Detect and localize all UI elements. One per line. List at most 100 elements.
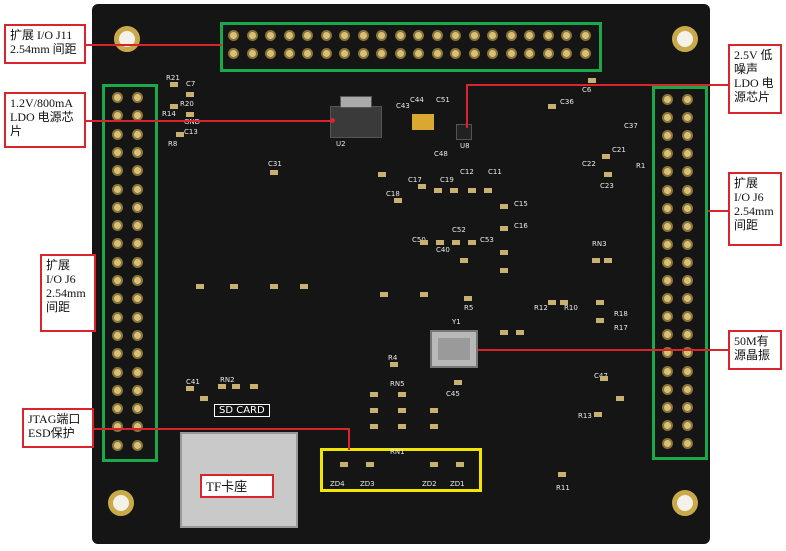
header-pin: [132, 183, 143, 195]
header-pin: [579, 30, 591, 41]
header-pin: [112, 311, 123, 323]
silk-c52: C52: [452, 226, 466, 234]
u8-ldo-chip: [456, 124, 472, 140]
smd-component: [170, 82, 178, 87]
silk-y1: Y1: [452, 318, 461, 326]
header-pin: [468, 30, 480, 41]
header-pin: [132, 256, 143, 268]
smd-component: [418, 184, 426, 189]
silk-c23: C23: [600, 182, 614, 190]
header-pin: [132, 311, 143, 323]
smd-component: [170, 104, 178, 109]
silk-r20: R20: [180, 100, 194, 108]
smd-component: [430, 424, 438, 429]
silk-c41: C41: [186, 378, 200, 386]
header-pin: [431, 48, 443, 59]
header-pin: [413, 48, 424, 59]
header-pin: [662, 112, 673, 124]
smd-component: [436, 240, 444, 245]
header-pin: [112, 220, 123, 232]
header-pin: [431, 30, 443, 41]
header-pin: [682, 112, 693, 124]
silk-c45: C45: [446, 390, 460, 398]
header-pin: [112, 165, 123, 177]
smd-component: [420, 240, 428, 245]
header-pin: [682, 329, 693, 341]
header-pin: [662, 94, 673, 105]
silk-c48: C48: [434, 150, 448, 158]
silk-c51: C51: [436, 96, 450, 104]
sd-card-label: SD CARD: [214, 404, 270, 417]
header-pin: [662, 184, 673, 196]
callout-j6-left: 扩展 I/O J6 2.54mm 间距: [40, 254, 96, 332]
header-pin: [112, 238, 123, 250]
header-pin: [112, 329, 123, 341]
mounting-hole-top-right: [672, 26, 698, 52]
silk-r18: R18: [614, 310, 628, 318]
header-pin: [339, 48, 350, 59]
silk-c17: C17: [408, 176, 422, 184]
header-pin: [542, 30, 554, 41]
smd-component: [596, 318, 604, 323]
silk-u8: U8: [460, 142, 470, 150]
header-pin: [682, 365, 693, 377]
header-pin: [682, 275, 693, 286]
callout-j11: 扩展 I/O J11 2.54mm 间距: [4, 24, 86, 64]
smd-component: [516, 330, 524, 335]
header-pin: [682, 293, 693, 305]
smd-component: [558, 472, 566, 477]
header-pin: [682, 383, 693, 395]
header-pin: [132, 439, 143, 451]
header-pin: [302, 48, 313, 59]
smd-component: [430, 408, 438, 413]
silk-c6: C6: [582, 86, 592, 94]
smd-component: [452, 240, 460, 245]
header-pin: [682, 130, 693, 142]
lead-ldo25-v: [466, 84, 468, 128]
header-pin: [682, 166, 693, 178]
smd-component: [454, 380, 462, 385]
header-pin: [662, 256, 673, 268]
header-pin: [561, 48, 572, 59]
header-pin: [112, 366, 123, 378]
header-pin: [662, 311, 673, 323]
header-pin: [112, 439, 123, 451]
callout-ldo25: 2.5V 低 噪声 LDO 电 源芯片: [728, 44, 782, 114]
smd-component: [300, 284, 308, 289]
header-pin: [320, 48, 332, 59]
header-pin: [505, 48, 517, 59]
header-pin: [394, 48, 406, 59]
header-pin: [682, 437, 693, 449]
silk-zd4: ZD4: [330, 480, 345, 488]
silk-c31: C31: [268, 160, 282, 168]
silk-r17: R17: [614, 324, 628, 332]
header-pin: [505, 30, 517, 41]
mounting-hole-top-left: [114, 26, 140, 52]
header-pin: [662, 220, 673, 232]
header-pin: [132, 220, 143, 232]
lead-jtag-h: [94, 428, 350, 430]
header-pin: [682, 94, 693, 105]
silk-r14: R14: [162, 110, 176, 118]
smd-component: [390, 362, 398, 367]
header-pin: [265, 30, 276, 41]
silk-c50: C50: [412, 236, 426, 244]
zener-diode-box: [320, 448, 482, 492]
header-pin: [112, 403, 123, 415]
silk-gnd: GND: [184, 118, 201, 126]
smd-component: [218, 384, 226, 389]
silk-r13: R13: [578, 412, 592, 420]
smd-component: [370, 408, 378, 413]
header-pin: [132, 421, 143, 433]
silk-r10: R10: [564, 304, 578, 312]
smd-component: [548, 300, 556, 305]
mounting-hole-bottom-right: [672, 490, 698, 516]
silk-u2: U2: [336, 140, 346, 148]
header-pin: [112, 275, 123, 286]
callout-jtag: JTAG端口 ESD保护: [22, 408, 94, 448]
callout-j6-right: 扩展 I/O J6 2.54mm 间距: [728, 172, 782, 246]
smd-component: [548, 104, 556, 109]
header-pin: [112, 384, 123, 396]
lead-ldo12-dot: [330, 118, 335, 123]
header-pin: [246, 30, 258, 41]
